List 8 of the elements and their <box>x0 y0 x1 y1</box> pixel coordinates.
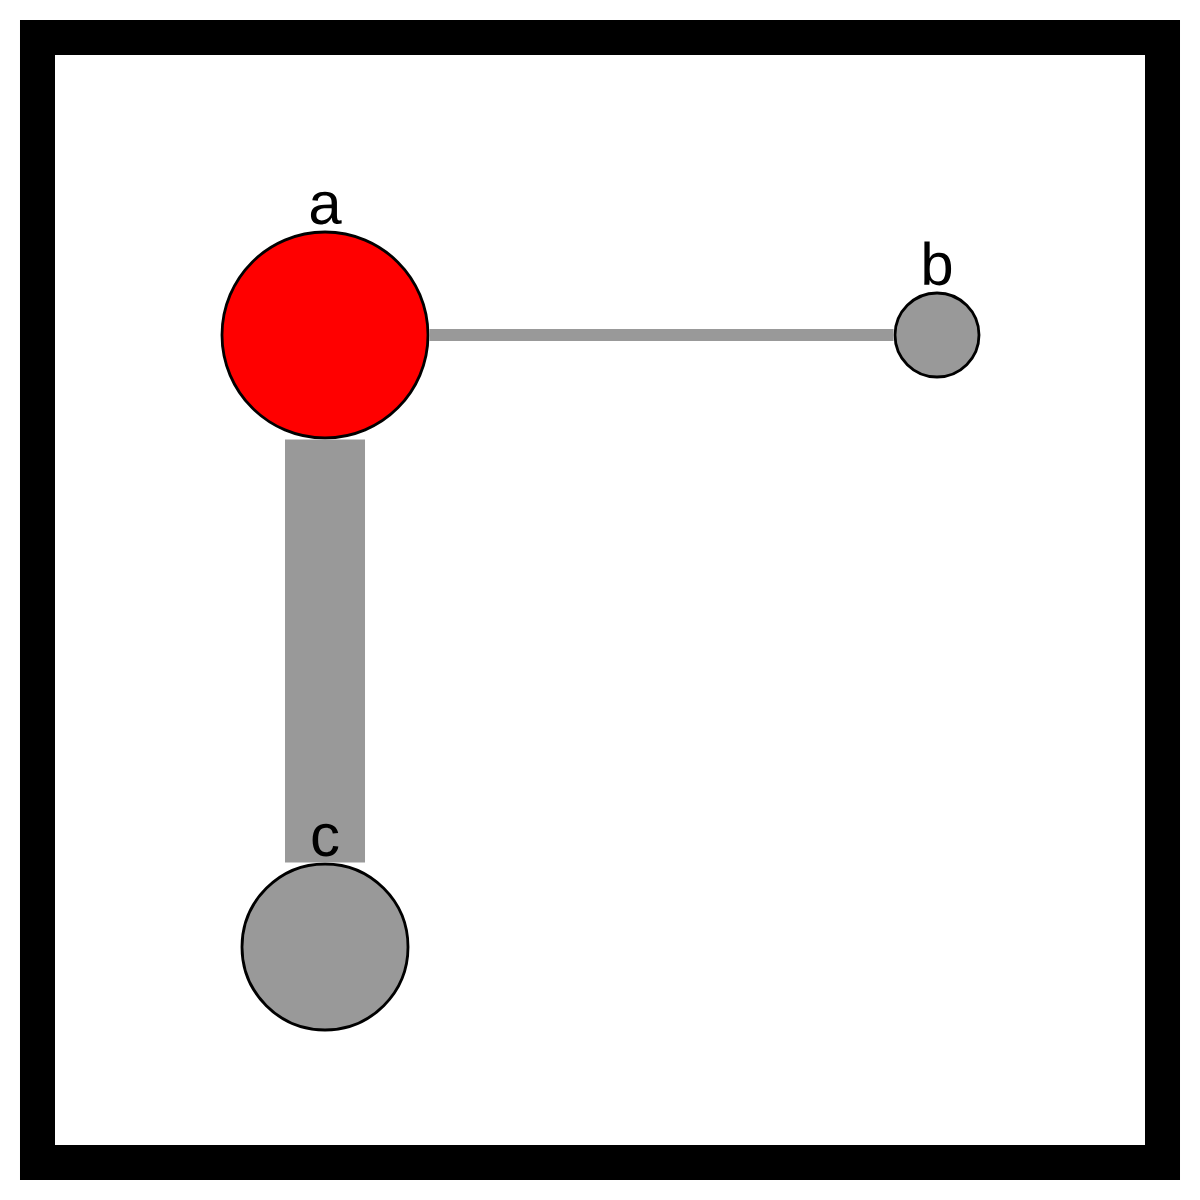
circle <box>240 862 410 1032</box>
node-label: b <box>924 241 952 286</box>
circle <box>220 230 430 440</box>
circle <box>893 291 981 379</box>
node-label: c <box>312 823 339 857</box>
connector-line <box>429 329 894 341</box>
connector-line <box>285 439 365 863</box>
node-label: a <box>310 191 342 225</box>
